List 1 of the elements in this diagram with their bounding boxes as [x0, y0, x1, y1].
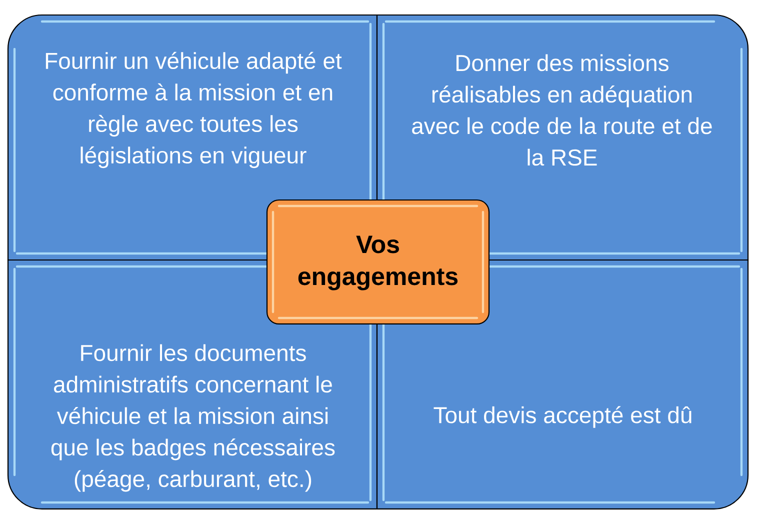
center-box: Vos engagements — [266, 199, 490, 325]
